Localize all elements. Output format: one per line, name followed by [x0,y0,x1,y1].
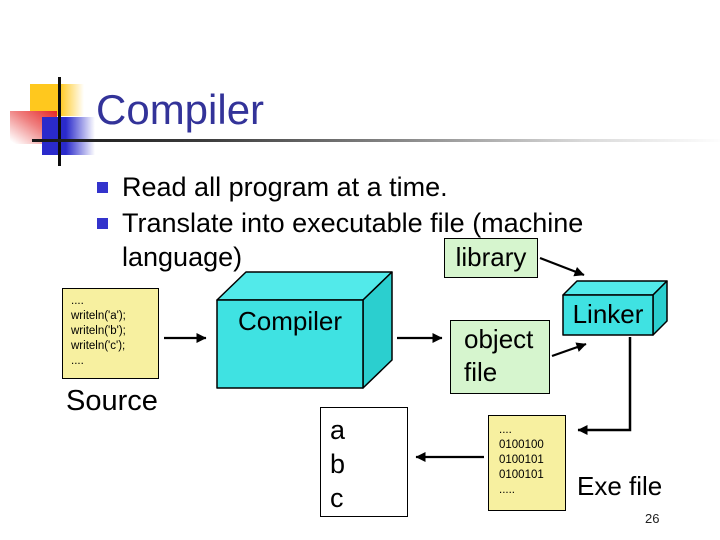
decor-blue-square [42,117,95,155]
linker-box-label: Linker [572,299,644,329]
linker-box-top [562,280,668,296]
bullet-marker [97,182,108,193]
exe-code-line: 0100101 [499,454,544,466]
source-caption: Source [66,385,158,417]
arrow-object-to-linker [551,342,587,358]
output-line: c [330,483,344,513]
exe-file-box: .... 0100100 0100101 0100101 ..... [488,415,566,511]
slide-title: Compiler [96,86,265,133]
library-box: library [444,238,538,278]
compiler-box-top [216,271,393,301]
exe-code-line: .... [499,424,512,436]
object-file-box: object file [450,320,550,394]
bullet-marker [97,218,108,229]
exe-code-line: 0100100 [499,439,544,451]
output-abc-box: a b c [320,407,408,517]
decor-vertical-line [58,77,61,166]
source-code-line: writeln('b'); [71,325,126,337]
source-code-line: .... [71,295,84,307]
output-line: a [330,415,346,445]
page-number: 26 [645,511,660,526]
bullet-line: Translate into executable file (machine [122,208,584,238]
compiler-box-label: Compiler [237,306,343,336]
exe-caption: Exe file [577,471,663,501]
source-code-line: writeln('a'); [71,310,126,322]
output-line: b [330,449,346,479]
exe-code-line: ..... [499,484,515,496]
exe-code-line: 0100101 [499,469,544,481]
title-underline-rule [32,139,720,142]
source-code-box: .... writeln('a'); writeln('b'); writeln… [62,288,159,379]
decor-yellow-square [30,84,84,116]
bullet-line: Read all program at a time. [122,172,448,202]
bullet-text-2: Translate into executable file (machine … [122,206,583,274]
arrow-linker-to-exe [577,337,632,435]
bullet-line: language) [122,242,243,272]
source-code-line: writeln('c'); [71,340,126,352]
linker-box-side [652,280,668,336]
compiler-box-side [362,271,393,389]
bullet-text-1: Read all program at a time. [122,170,448,204]
source-code-line: .... [71,355,84,367]
